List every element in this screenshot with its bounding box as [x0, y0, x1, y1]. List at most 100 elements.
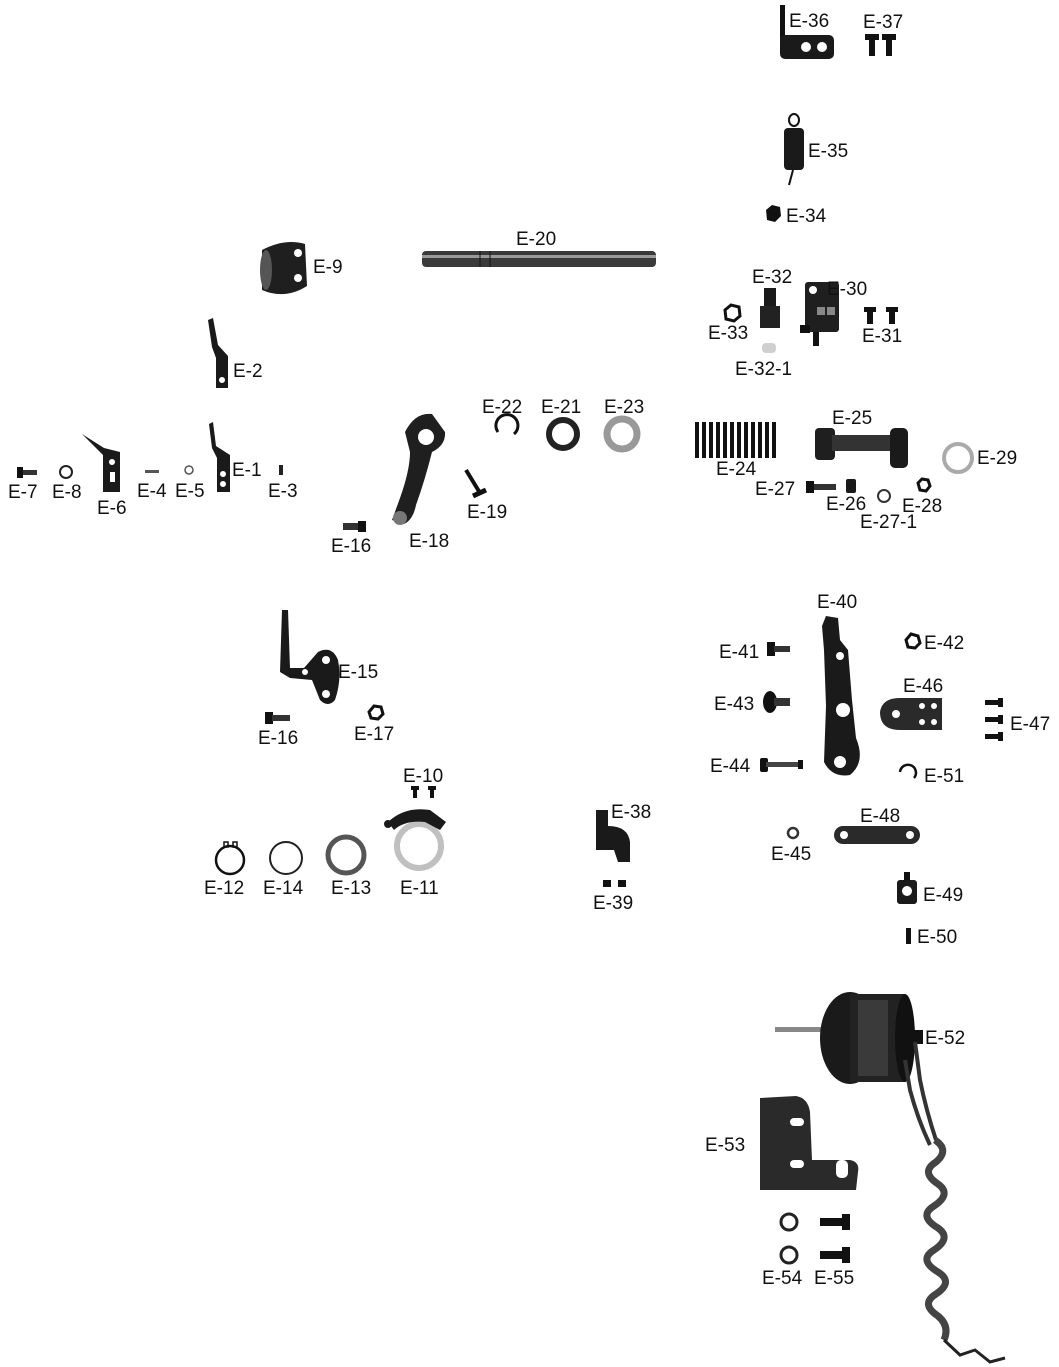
- part-e29-washer: [942, 442, 974, 474]
- label-e2: E-2: [233, 361, 263, 382]
- label-e10: E-10: [403, 766, 444, 787]
- label-e45: E-45: [771, 844, 812, 865]
- part-e48-link: [834, 826, 920, 844]
- part-e46-plate: [880, 698, 942, 730]
- label-e28: E-28: [902, 496, 943, 517]
- part-e10-screws: [411, 786, 436, 798]
- part-e55-screws: [820, 1214, 850, 1263]
- part-e51-e-ring: [898, 763, 918, 779]
- part-e24-spring: [695, 422, 776, 458]
- part-e22-e-ring: [494, 413, 520, 436]
- label-e44: E-44: [710, 756, 751, 777]
- part-e45-washer: [786, 826, 800, 840]
- label-e32-1: E-32-1: [735, 359, 793, 380]
- label-e25: E-25: [832, 408, 873, 429]
- part-e52-motor: [775, 992, 938, 1146]
- label-e51: E-51: [924, 766, 965, 787]
- label-e21: E-21: [541, 397, 582, 418]
- part-e23-washer: [603, 415, 641, 453]
- part-e52-cord: [923, 1137, 1006, 1364]
- label-e16-lower: E-16: [258, 728, 299, 749]
- label-e18: E-18: [409, 531, 450, 552]
- part-e37-screws: [865, 34, 896, 56]
- part-e35-spring: [784, 113, 804, 186]
- label-e24: E-24: [716, 459, 757, 480]
- part-e25-spool: [815, 428, 908, 468]
- label-e27-1: E-27-1: [860, 512, 918, 533]
- label-e19: E-19: [467, 502, 508, 523]
- label-e31: E-31: [862, 326, 903, 347]
- part-e30-block: [800, 282, 839, 346]
- label-e22: E-22: [482, 397, 523, 418]
- part-e50-pin: [906, 928, 911, 944]
- part-e20-shaft: [422, 251, 656, 267]
- part-e18-arm: [392, 413, 446, 525]
- part-e6-plate: [82, 434, 120, 492]
- label-e5: E-5: [175, 481, 205, 502]
- label-e20: E-20: [516, 229, 557, 250]
- part-e3-pin: [279, 465, 283, 475]
- label-e52: E-52: [925, 1028, 966, 1049]
- label-e14: E-14: [263, 878, 304, 899]
- part-e41-screw: [767, 642, 790, 656]
- label-e26: E-26: [826, 494, 867, 515]
- label-e39: E-39: [593, 893, 634, 914]
- label-e11: E-11: [400, 878, 439, 899]
- label-e7: E-7: [8, 482, 38, 503]
- label-e4: E-4: [137, 481, 167, 502]
- label-e47: E-47: [1010, 714, 1051, 735]
- part-e53-bracket: [760, 1096, 859, 1190]
- part-e8-washer: [59, 465, 73, 479]
- part-e38-bracket: [596, 810, 630, 862]
- part-e31-screws: [864, 307, 898, 324]
- label-e41: E-41: [719, 642, 760, 663]
- part-e44-pin: [760, 758, 803, 772]
- part-e21-washer: [546, 417, 580, 451]
- part-e14-ring: [269, 841, 303, 875]
- label-e23: E-23: [604, 397, 645, 418]
- label-e16-upper: E-16: [331, 536, 372, 557]
- label-e50: E-50: [917, 927, 958, 948]
- part-e33-nut: [723, 303, 742, 323]
- label-e27: E-27: [755, 479, 796, 500]
- label-e33: E-33: [708, 323, 749, 344]
- part-e54-washers: [779, 1212, 799, 1265]
- part-e16-screw-upper: [343, 521, 366, 532]
- part-e39-screws: [603, 880, 626, 887]
- label-e48: E-48: [860, 806, 901, 827]
- label-e1: E-1: [232, 460, 262, 481]
- label-e53: E-53: [705, 1135, 746, 1156]
- label-e12: E-12: [204, 878, 245, 899]
- part-e1-lever: [209, 422, 230, 492]
- part-e43-knob: [763, 691, 790, 713]
- label-e8: E-8: [52, 482, 82, 503]
- label-e35: E-35: [808, 141, 849, 162]
- part-e40-link: [822, 616, 860, 776]
- label-e40: E-40: [817, 592, 858, 613]
- part-e42-nut: [904, 632, 922, 650]
- part-e49-block: [897, 872, 917, 904]
- part-e17-nut: [367, 704, 385, 721]
- part-e7-screw: [17, 467, 37, 478]
- label-e43: E-43: [714, 694, 755, 715]
- part-e47-screws: [985, 698, 1003, 741]
- part-e26-collar: [846, 479, 856, 493]
- label-e34: E-34: [786, 206, 827, 227]
- part-e32-screw: [760, 288, 780, 353]
- label-e6: E-6: [97, 498, 127, 519]
- label-e55: E-55: [814, 1268, 855, 1289]
- label-e13: E-13: [331, 878, 372, 899]
- label-e32: E-32: [752, 267, 793, 288]
- label-e38: E-38: [611, 802, 652, 823]
- part-e16-screw-lower: [265, 712, 290, 724]
- part-e13-washer: [325, 834, 367, 876]
- part-e4-pin: [145, 470, 159, 473]
- part-e19-screw: [464, 468, 488, 499]
- part-e12-snap-ring: [214, 841, 246, 876]
- label-e29: E-29: [977, 448, 1018, 469]
- label-e17: E-17: [354, 724, 395, 745]
- label-e30: E-30: [827, 279, 868, 300]
- label-e9: E-9: [313, 257, 343, 278]
- label-e3: E-3: [268, 481, 298, 502]
